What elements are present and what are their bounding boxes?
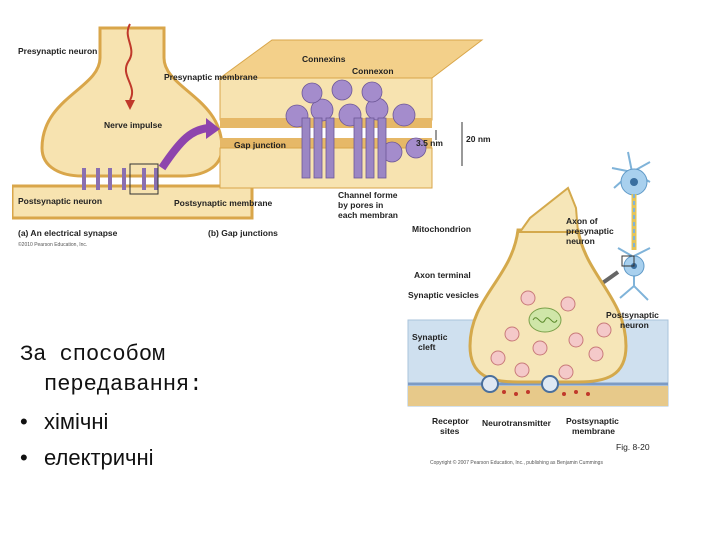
heading-line-2: передавання: (44, 372, 203, 397)
copyright-chemical: Copyright © 2007 Pearson Education, Inc.… (430, 459, 603, 466)
label-nerve-impulse: Nerve impulse (104, 120, 162, 130)
label-axon-terminal: Axon terminal (414, 270, 471, 280)
label-presynaptic-membrane: Presynaptic membrane (164, 72, 258, 82)
postsynaptic-neuron-shape (10, 184, 254, 220)
label-axon-of-presynaptic: Axon of presynaptic neuron (566, 216, 616, 246)
label-receptor-sites: Receptor sites (432, 416, 471, 436)
label-postsynaptic-membrane: Postsynaptic membrane (566, 416, 621, 436)
electrical-synapse-diagram: Presynaptic neuron Presynaptic membrane … (10, 23, 491, 248)
label-presynaptic-neuron: Presynaptic neuron (18, 46, 97, 56)
label-channel-formed: Channel forme by pores in each membran (338, 190, 400, 220)
label-neurotransmitter: Neurotransmitter (482, 418, 552, 428)
bullet-icon: • (20, 409, 28, 434)
label-gap-junction: Gap junction (234, 140, 286, 150)
nerve-impulse-arrow (125, 23, 133, 101)
bullet-list: •хімічні •електричні (20, 404, 400, 476)
list-item: •хімічні (20, 404, 400, 440)
caption-a: (a) An electrical synapse (18, 228, 118, 238)
caption-b: (b) Gap junctions (208, 228, 278, 238)
label-postsynaptic-membrane: Postsynaptic membrane (174, 198, 273, 208)
synaptic-vesicles (490, 290, 612, 380)
neurotransmitter-dots (502, 390, 590, 396)
gap-junction-channels-small (82, 168, 158, 190)
bullet-icon: • (20, 445, 28, 470)
label-postsynaptic-neuron: Postsynaptic neuron (18, 196, 102, 206)
list-item: •електричні (20, 440, 400, 476)
fig-number: Fig. 8-20 (616, 442, 650, 452)
label-distance-small: 3.5 nm (416, 138, 443, 148)
label-synaptic-vesicles: Synaptic vesicles (408, 290, 479, 300)
axon-terminal-shape (468, 228, 628, 384)
label-postsynaptic-neuron: Postsynaptic neuron (606, 310, 661, 330)
heading: За способом передавання: (20, 340, 400, 400)
postsynaptic-membrane-band (408, 386, 668, 406)
slide-text: За способом передавання: •хімічні •елект… (20, 340, 400, 476)
zoom-box (129, 163, 159, 195)
label-synaptic-cleft: Synaptic cleft (412, 332, 450, 352)
label-distance-large: 20 nm (466, 134, 491, 144)
receptor-sites-shape (481, 375, 559, 393)
label-connexon: Connexon (352, 66, 394, 76)
electrical-synapse-figure: Presynaptic neuron Presynaptic membrane … (10, 18, 502, 258)
heading-line-1: За способом (20, 342, 166, 367)
mitochondrion-shape (528, 307, 562, 333)
gap-junction-slab (218, 39, 484, 189)
chemical-synapse-figure: Mitochondrion Axon of presynaptic neuron… (400, 148, 710, 470)
copyright-electrical: ©2010 Pearson Education, Inc. (18, 241, 87, 248)
chemical-synapse-diagram: Mitochondrion Axon of presynaptic neuron… (407, 151, 669, 466)
label-connexins: Connexins (302, 54, 346, 64)
magnify-arrow (158, 124, 209, 171)
label-mitochondrion: Mitochondrion (412, 224, 471, 234)
